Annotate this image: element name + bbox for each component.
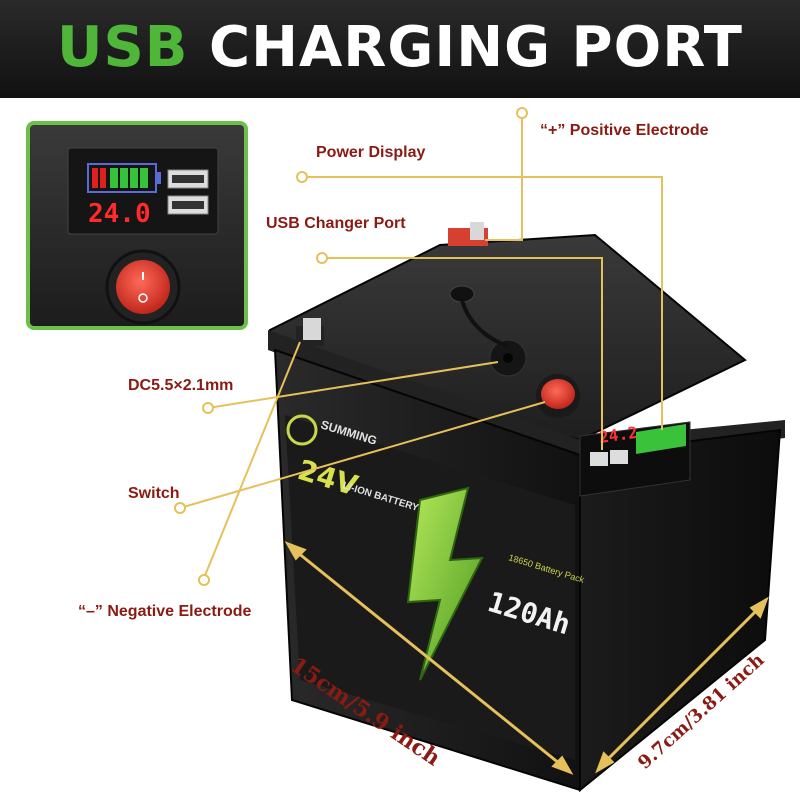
label-dc-jack: DC5.5×2.1mm (128, 377, 234, 394)
inset-switch-icon (105, 249, 181, 325)
product-scene: 24.0 24.2 (26, 107, 785, 793)
lightning-bolt-icon (406, 486, 484, 681)
page-title: USB CHARGING PORT (0, 12, 800, 84)
header-banner: USB CHARGING PORT (0, 0, 800, 98)
battery-box: 24.2 24V SUMMING (268, 222, 785, 793)
dimension-arrows (284, 541, 769, 775)
label-usb-port: USB Changer Port (266, 215, 406, 232)
inset-voltage-readout: 24.0 (88, 199, 151, 229)
dc-jack (489, 339, 527, 377)
brand-logo-icon (286, 414, 318, 446)
inset-usb-ports (167, 169, 209, 215)
label-negative-electrode: “–” Negative Electrode (78, 603, 252, 620)
port-cap (449, 285, 509, 347)
label-positive-electrode: “+” Positive Electrode (540, 122, 709, 139)
inset-panel: 24.0 (26, 121, 248, 330)
box-switch (536, 374, 580, 418)
negative-terminal (296, 318, 324, 346)
title-rest: CHARGING PORT (208, 15, 743, 80)
battery-level-icon (87, 163, 161, 193)
label-switch: Switch (128, 485, 180, 502)
title-highlight: USB (56, 15, 189, 80)
label-power-display: Power Display (316, 144, 426, 161)
callout-dots (174, 107, 528, 586)
box-display-panel: 24.2 (579, 421, 691, 497)
callout-lines (179, 115, 663, 579)
positive-terminal (448, 222, 488, 246)
